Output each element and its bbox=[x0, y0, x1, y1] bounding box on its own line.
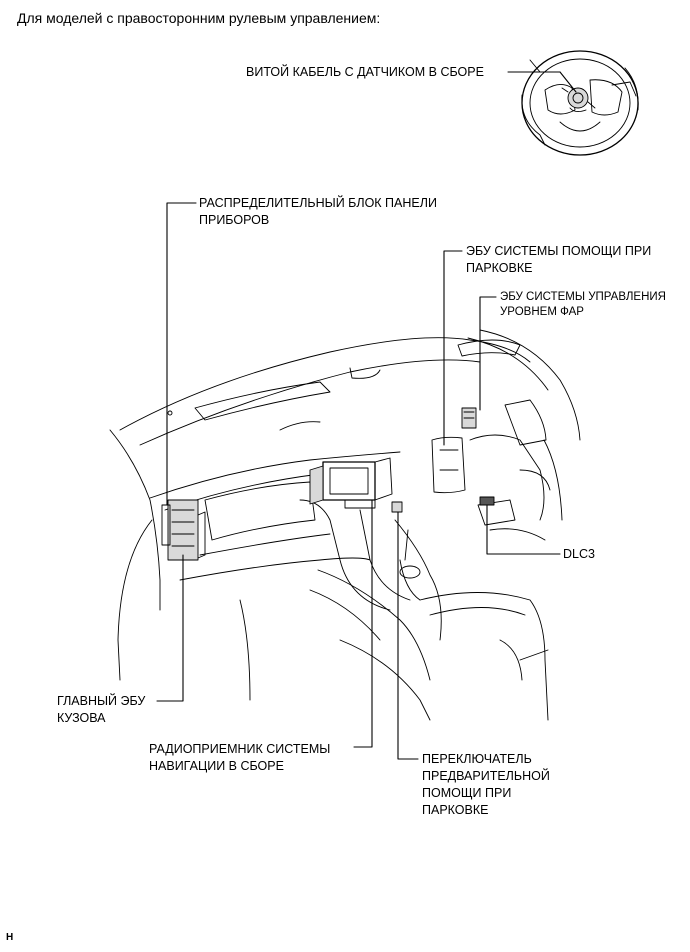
figure-code: H bbox=[6, 932, 14, 943]
page-title: Для моделей с правосторонним рулевым упр… bbox=[17, 10, 381, 26]
label-parking-assist-ecu-1: ЭБУ СИСТЕМЫ ПОМОЩИ ПРИ bbox=[466, 244, 652, 258]
label-main-body-ecu-2: КУЗОВА bbox=[57, 711, 106, 725]
label-parking-switch-3: ПОМОЩИ ПРИ bbox=[422, 786, 512, 800]
label-dlc3: DLC3 bbox=[563, 547, 595, 561]
label-navigation-receiver-1: РАДИОПРИЕМНИК СИСТЕМЫ bbox=[149, 742, 331, 756]
label-headlight-ecu-1: ЭБУ СИСТЕМЫ УПРАВЛЕНИЯ bbox=[500, 291, 666, 303]
label-parking-switch-1: ПЕРЕКЛЮЧАТЕЛЬ bbox=[422, 752, 532, 766]
steering-wheel-illustration bbox=[521, 50, 639, 156]
label-junction-block-2: ПРИБОРОВ bbox=[199, 213, 270, 227]
label-main-body-ecu-1: ГЛАВНЫЙ ЭБУ bbox=[57, 694, 146, 708]
label-junction-block-1: РАСПРЕДЕЛИТЕЛЬНЫЙ БЛОК ПАНЕЛИ bbox=[199, 196, 437, 210]
label-parking-switch-2: ПРЕДВАРИТЕЛЬНОЙ bbox=[422, 769, 550, 783]
label-navigation-receiver-2: НАВИГАЦИИ В СБОРЕ bbox=[149, 759, 284, 773]
label-headlight-ecu-2: УРОВНЕМ ФАР bbox=[500, 306, 584, 318]
label-parking-switch-4: ПАРКОВКЕ bbox=[422, 803, 489, 817]
instrument-panel-illustration bbox=[109, 329, 581, 721]
label-parking-assist-ecu-2: ПАРКОВКЕ bbox=[466, 261, 533, 275]
label-spiral-cable: ВИТОЙ КАБЕЛЬ С ДАТЧИКОМ В СБОРЕ bbox=[246, 65, 484, 79]
